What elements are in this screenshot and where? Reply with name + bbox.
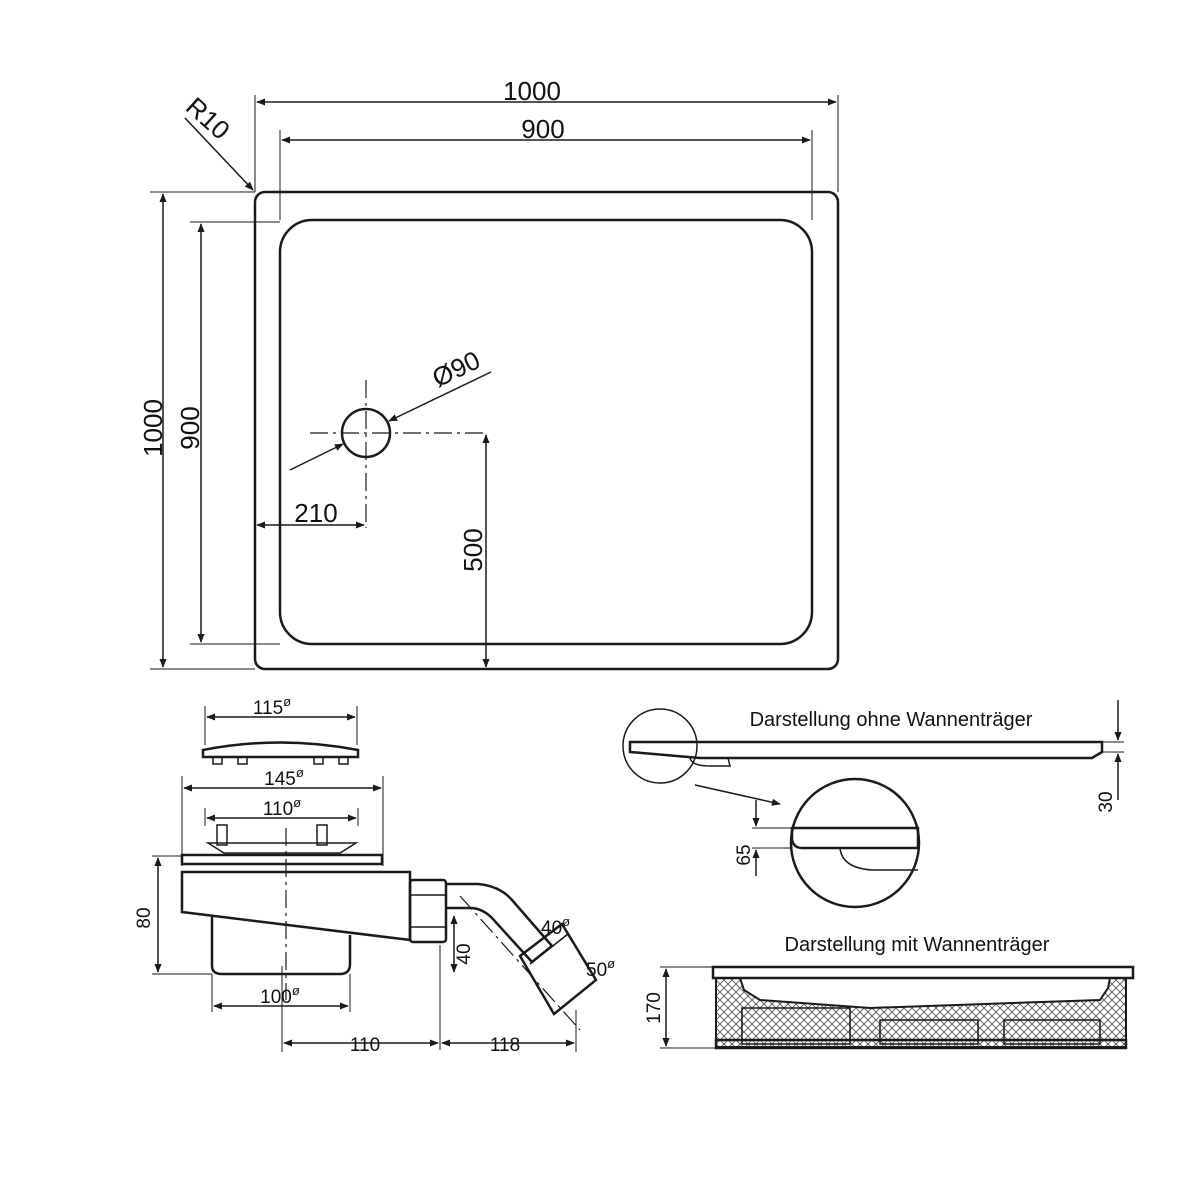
label-support-height: 170 — [644, 992, 665, 1024]
label-drain-offset-y: 500 — [458, 528, 488, 571]
drain-nut — [408, 878, 448, 944]
label-flange-width: 110ø — [263, 795, 301, 820]
label-outlet-distance-2: 118 — [490, 1035, 520, 1056]
label-drain-offset-x: 210 — [294, 498, 337, 528]
drain-outlet — [518, 922, 598, 1016]
tray-rim — [711, 965, 1135, 980]
section-without-title: Darstellung ohne Wannenträger — [750, 709, 1033, 731]
section-without-support: Darstellung ohne Wannenträger 30 65 — [622, 700, 1124, 909]
detail-arrow — [694, 784, 781, 806]
label-inner-height: 900 — [175, 406, 205, 449]
label-outlet-height: 40 — [454, 943, 475, 964]
drain-diameter-leader — [289, 443, 344, 471]
label-thickness: 30 — [1096, 791, 1117, 812]
plan-view: 1000 900 1000 900 R10 Ø90 210 500 — [138, 76, 840, 671]
section-with-support: Darstellung mit Wannenträger 170 — [644, 934, 1135, 1050]
label-outlet-distance-1: 110 — [350, 1035, 380, 1056]
drain-cover — [201, 741, 360, 759]
drain-bowl — [210, 915, 352, 976]
tray-profile — [628, 740, 1104, 760]
label-pipe-outer: 50ø — [586, 956, 615, 981]
label-pipe-inner: 40ø — [541, 914, 570, 939]
label-bowl-diameter: 100ø — [260, 983, 300, 1008]
label-body-width: 145ø — [264, 765, 304, 790]
drain-flange — [180, 853, 384, 866]
label-outer-width: 1000 — [503, 76, 561, 106]
tray-outer-outline — [253, 190, 840, 671]
label-height: 80 — [134, 907, 155, 928]
label-outer-height: 1000 — [138, 399, 168, 457]
detail-circle-small — [622, 708, 698, 784]
label-detail-height: 65 — [734, 844, 755, 865]
drain-body — [180, 870, 412, 942]
label-drain-diameter: Ø90 — [427, 345, 484, 394]
drain-detail: 115ø 145ø 110ø 80 — [134, 694, 615, 1056]
tray-inner-outline — [278, 218, 814, 646]
section-with-title: Darstellung mit Wannenträger — [785, 934, 1050, 956]
corner-radius-leader — [184, 117, 254, 191]
detail-circle-large — [789, 777, 921, 909]
label-inner-width: 900 — [521, 114, 564, 144]
label-corner-radius: R10 — [180, 91, 236, 145]
label-cover-diameter: 115ø — [253, 694, 291, 719]
